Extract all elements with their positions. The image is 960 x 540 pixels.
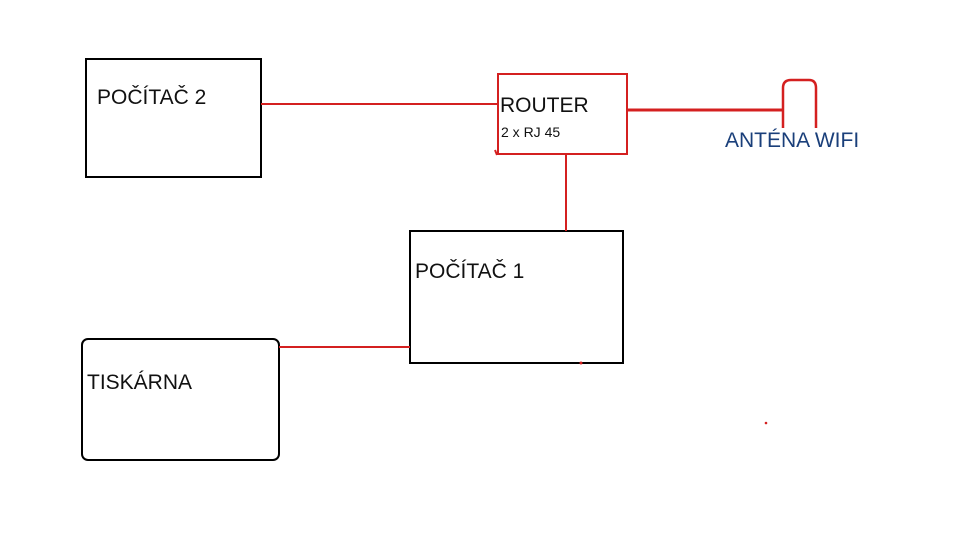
pocitac1-label: POČÍTAČ 1 bbox=[415, 260, 525, 283]
router-box bbox=[497, 73, 628, 155]
stray-mark bbox=[494, 149, 498, 156]
router-sublabel: 2 x RJ 45 bbox=[501, 124, 561, 140]
tiskarna-label: TISKÁRNA bbox=[87, 371, 193, 394]
pocitac2-label: POČÍTAČ 2 bbox=[97, 86, 207, 109]
tiskarna-box bbox=[81, 338, 280, 461]
pocitac1-box bbox=[409, 230, 624, 364]
antenna-icon bbox=[781, 78, 818, 128]
pocitac2-box bbox=[85, 58, 262, 178]
stray-dot bbox=[764, 421, 768, 425]
antena-label: ANTÉNA WIFI bbox=[725, 129, 860, 152]
stray-dot bbox=[579, 361, 583, 365]
router-label: ROUTER bbox=[500, 94, 589, 117]
